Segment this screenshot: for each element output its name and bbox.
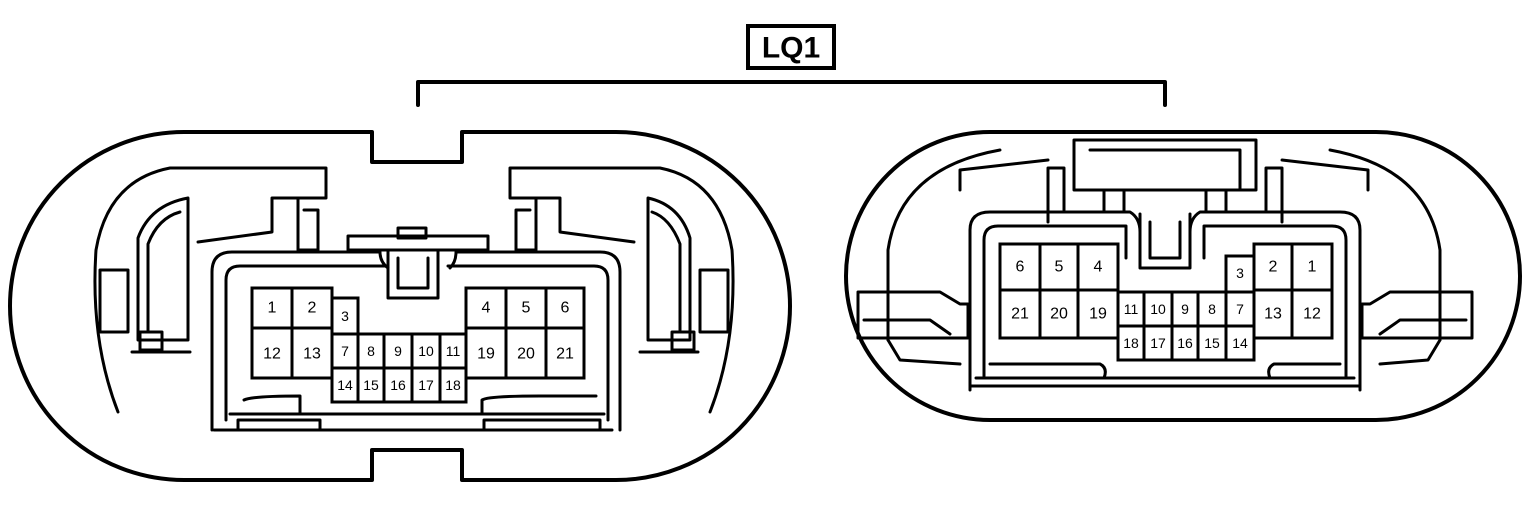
pin-label: 21 <box>556 346 574 363</box>
pin-label: 16 <box>1177 335 1193 351</box>
pin-label: 12 <box>263 346 281 363</box>
pin-label: 7 <box>341 343 349 359</box>
bracket <box>416 80 1167 107</box>
pin-label: 16 <box>390 377 406 393</box>
pin-label: 4 <box>482 300 491 317</box>
pin-label: 17 <box>418 377 434 393</box>
pin-label: 6 <box>561 300 570 317</box>
pin-label: 2 <box>308 300 317 317</box>
pin-label: 1 <box>1308 259 1317 276</box>
right-right-flange <box>1360 290 1474 340</box>
left-inner-body <box>210 250 622 432</box>
right-latch-arm <box>646 196 692 342</box>
pin-label: 13 <box>1264 306 1282 323</box>
pin-label: 15 <box>363 377 379 393</box>
pin-label: 8 <box>1208 301 1216 317</box>
pin-label: 19 <box>1089 306 1107 323</box>
right-side-tab <box>698 268 730 334</box>
pin-label: 9 <box>394 343 402 359</box>
pin-label: 14 <box>1232 335 1248 351</box>
left-latch-arm <box>136 196 190 342</box>
pin-label: 14 <box>337 377 353 393</box>
pin-label: 21 <box>1011 306 1029 323</box>
pin-label: 12 <box>1303 306 1321 323</box>
pin-label: 2 <box>1269 259 1278 276</box>
connector-label: LQ1 <box>762 32 820 65</box>
pin-label: 9 <box>1181 301 1189 317</box>
pin-label: 18 <box>445 377 461 393</box>
pin-label: 19 <box>477 346 495 363</box>
pin-label: 1 <box>268 300 277 317</box>
right-housing-outline <box>844 130 1522 423</box>
pin-label: 11 <box>1124 301 1139 317</box>
pin-label: 5 <box>1055 259 1064 276</box>
pin-label: 10 <box>1150 301 1166 317</box>
pin-label: 10 <box>418 343 434 359</box>
pin-label: 17 <box>1150 335 1166 351</box>
pin-label: 20 <box>517 346 535 363</box>
connector-title: LQ1 <box>746 24 836 70</box>
pin-label: 7 <box>1236 301 1244 317</box>
right-left-flange <box>856 290 970 340</box>
right-connector: 6 5 4 21 20 19 2 1 13 12 3 11 10 9 8 7 1… <box>844 130 1522 423</box>
pin-label: 5 <box>522 300 531 317</box>
left-connector: 1 2 12 13 4 5 6 19 20 21 3 7 8 9 10 11 1… <box>8 130 792 482</box>
right-inner-body <box>968 210 1362 392</box>
left-housing-outline <box>8 130 792 482</box>
pin-label: 3 <box>1236 265 1244 281</box>
right-top-hood <box>1072 138 1258 192</box>
pin-label: 8 <box>367 343 375 359</box>
left-inner-shroud <box>93 166 735 414</box>
pin-label: 20 <box>1050 306 1068 323</box>
left-side-tab <box>98 268 130 334</box>
pin-label: 18 <box>1123 335 1139 351</box>
pin-label: 11 <box>446 343 461 359</box>
pin-label: 4 <box>1094 259 1103 276</box>
pin-label: 13 <box>303 346 321 363</box>
pin-label: 3 <box>341 308 349 324</box>
pin-label: 15 <box>1204 335 1220 351</box>
pin-label: 6 <box>1016 259 1025 276</box>
center-top-rib <box>346 234 490 252</box>
